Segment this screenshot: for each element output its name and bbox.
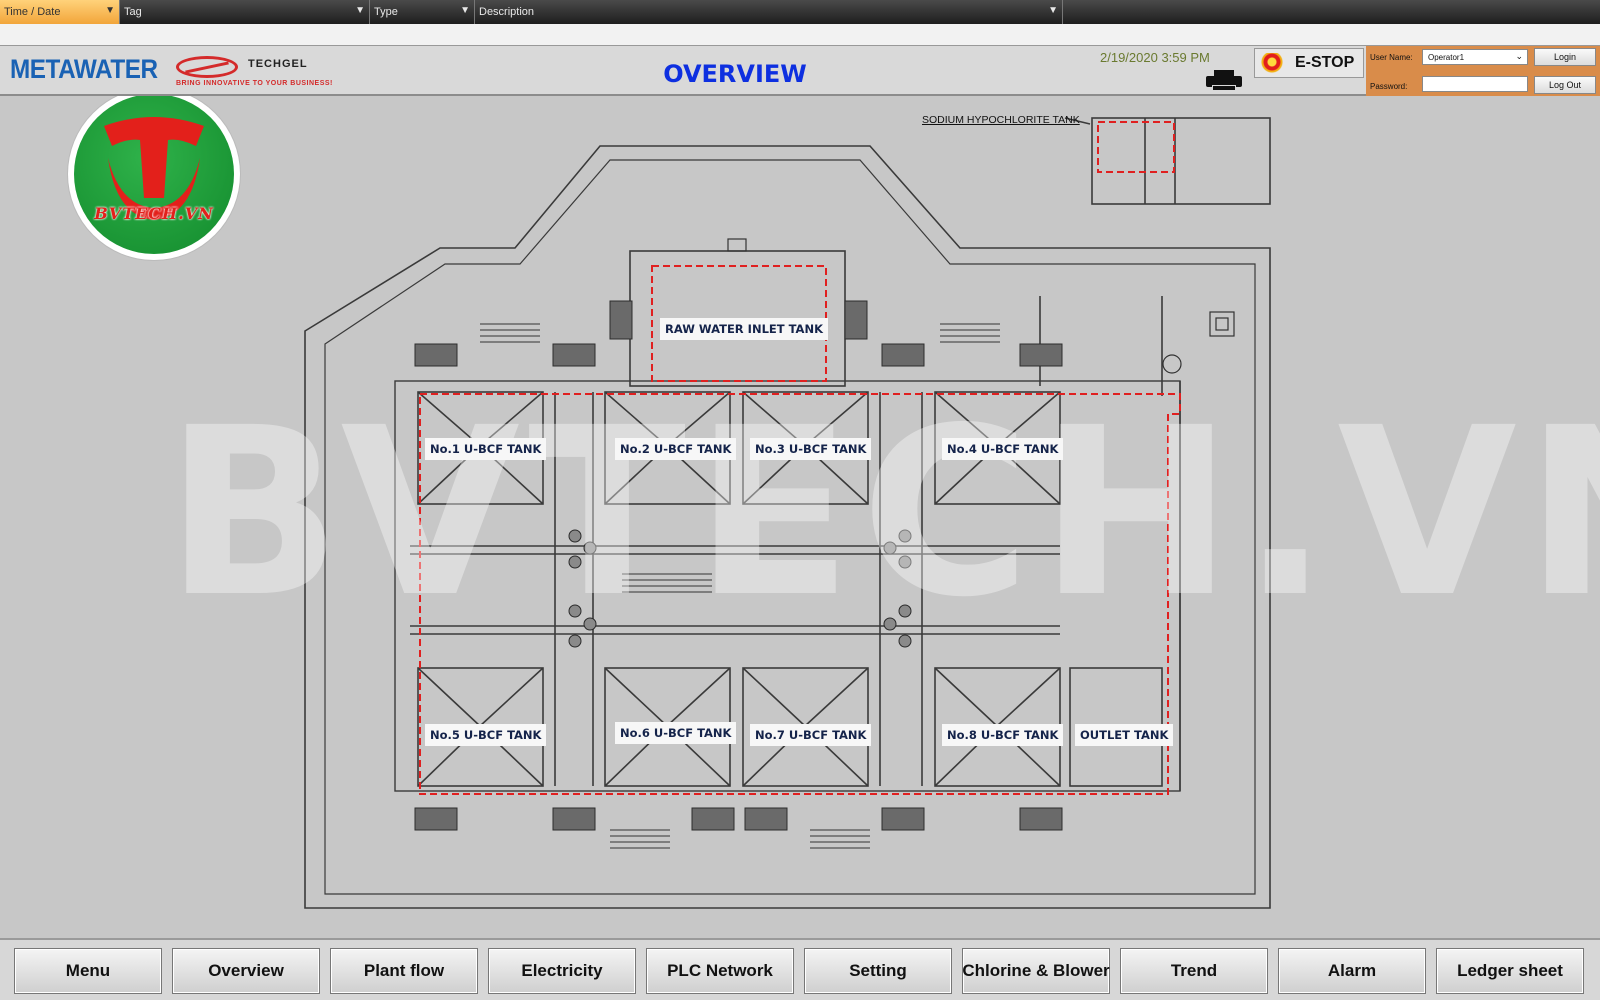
column-tag[interactable]: Tag ▼ <box>120 0 370 24</box>
nav-setting-button[interactable]: Setting <box>804 948 952 994</box>
column-label: Type <box>374 6 398 18</box>
nav-ledger-sheet-button[interactable]: Ledger sheet <box>1436 948 1584 994</box>
tank-ubcf-5[interactable]: No.5 U-BCF TANK <box>425 724 547 746</box>
techgel-slogan: BRING INNOVATIVE TO YOUR BUSINESS! <box>176 80 333 87</box>
plant-overview-area: BVTECH.VN BVTECH.VN SODIUM HYPOCHLORITE … <box>0 96 1600 938</box>
login-button[interactable]: Login <box>1534 48 1596 66</box>
funnel-icon[interactable]: ▼ <box>105 5 115 16</box>
nav-electricity-button[interactable]: Electricity <box>488 948 636 994</box>
column-label: Time / Date <box>4 6 61 18</box>
password-label: Password: <box>1370 82 1408 91</box>
funnel-icon[interactable]: ▼ <box>460 5 470 16</box>
nav-menu-button[interactable]: Menu <box>14 948 162 994</box>
nav-plant-flow-button[interactable]: Plant flow <box>330 948 478 994</box>
nav-overview-button[interactable]: Overview <box>172 948 320 994</box>
column-type[interactable]: Type ▼ <box>370 0 475 24</box>
estop-label: E-STOP <box>1295 54 1355 71</box>
nav-chlorine-blower-button[interactable]: Chlorine & Blower <box>962 948 1110 994</box>
column-label: Description <box>479 6 535 18</box>
techgel-emblem-icon <box>176 56 238 78</box>
techgel-logo: TECHGEL BRING INNOVATIVE TO YOUR BUSINES… <box>176 54 396 88</box>
bvtech-emblem-icon <box>104 117 204 220</box>
column-description[interactable]: Description ▼ <box>475 0 1063 24</box>
nav-plc-network-button[interactable]: PLC Network <box>646 948 794 994</box>
tank-ubcf-3[interactable]: No.3 U-BCF TANK <box>750 438 872 460</box>
username-value: Operator1 <box>1428 53 1465 62</box>
emergency-button-icon <box>1259 53 1285 73</box>
tank-ubcf-6[interactable]: No.6 U-BCF TANK <box>615 722 737 744</box>
tank-ubcf-4[interactable]: No.4 U-BCF TANK <box>942 438 1064 460</box>
tank-outlet[interactable]: OUTLET TANK <box>1075 724 1174 746</box>
sodium-tank-highlight <box>1097 121 1175 173</box>
tank-ubcf-8[interactable]: No.8 U-BCF TANK <box>942 724 1064 746</box>
tank-ubcf-7[interactable]: No.7 U-BCF TANK <box>750 724 872 746</box>
tank-ubcf-2[interactable]: No.2 U-BCF TANK <box>615 438 737 460</box>
nav-trend-button[interactable]: Trend <box>1120 948 1268 994</box>
metawater-logo: METAWATER <box>10 54 158 84</box>
logout-button[interactable]: Log Out <box>1534 76 1596 94</box>
bvtech-logo-text: BVTECH.VN <box>94 204 214 223</box>
printer-icon[interactable] <box>1206 70 1242 92</box>
alarm-list-area[interactable] <box>0 24 1600 46</box>
outer-wall <box>304 145 1271 909</box>
funnel-icon[interactable]: ▼ <box>1048 5 1058 16</box>
plant-layout-drawing <box>304 117 1271 909</box>
nav-alarm-button[interactable]: Alarm <box>1278 948 1426 994</box>
bvtech-logo: BVTECH.VN <box>68 96 240 260</box>
username-label: User Name: <box>1370 53 1413 62</box>
inner-wall <box>324 159 1256 895</box>
username-field[interactable]: Operator1 ⌄ <box>1422 49 1528 65</box>
header-bar: METAWATER TECHGEL BRING INNOVATIVE TO YO… <box>0 46 1600 96</box>
chevron-down-icon[interactable]: ⌄ <box>1515 51 1523 61</box>
tank-raw-water-inlet[interactable]: RAW WATER INLET TANK <box>660 318 828 340</box>
funnel-icon[interactable]: ▼ <box>355 5 365 16</box>
sodium-tank-label: SODIUM HYPOCHLORITE TANK <box>922 114 1080 126</box>
login-panel: User Name: Operator1 ⌄ Password: Login L… <box>1366 46 1600 96</box>
page-title: OVERVIEW <box>663 60 807 88</box>
column-time-date[interactable]: Time / Date ▼ <box>0 0 120 24</box>
process-area-highlight <box>419 393 1181 795</box>
current-datetime: 2/19/2020 3:59 PM <box>1100 50 1210 65</box>
alarm-grid-header: Time / Date ▼ Tag ▼ Type ▼ Description ▼ <box>0 0 1600 24</box>
column-label: Tag <box>124 6 142 18</box>
estop-button[interactable]: E-STOP <box>1254 48 1364 78</box>
tank-ubcf-1[interactable]: No.1 U-BCF TANK <box>425 438 547 460</box>
techgel-name: TECHGEL <box>248 58 308 70</box>
bottom-navigation: Menu Overview Plant flow Electricity PLC… <box>0 938 1600 1000</box>
password-field[interactable] <box>1422 76 1528 92</box>
